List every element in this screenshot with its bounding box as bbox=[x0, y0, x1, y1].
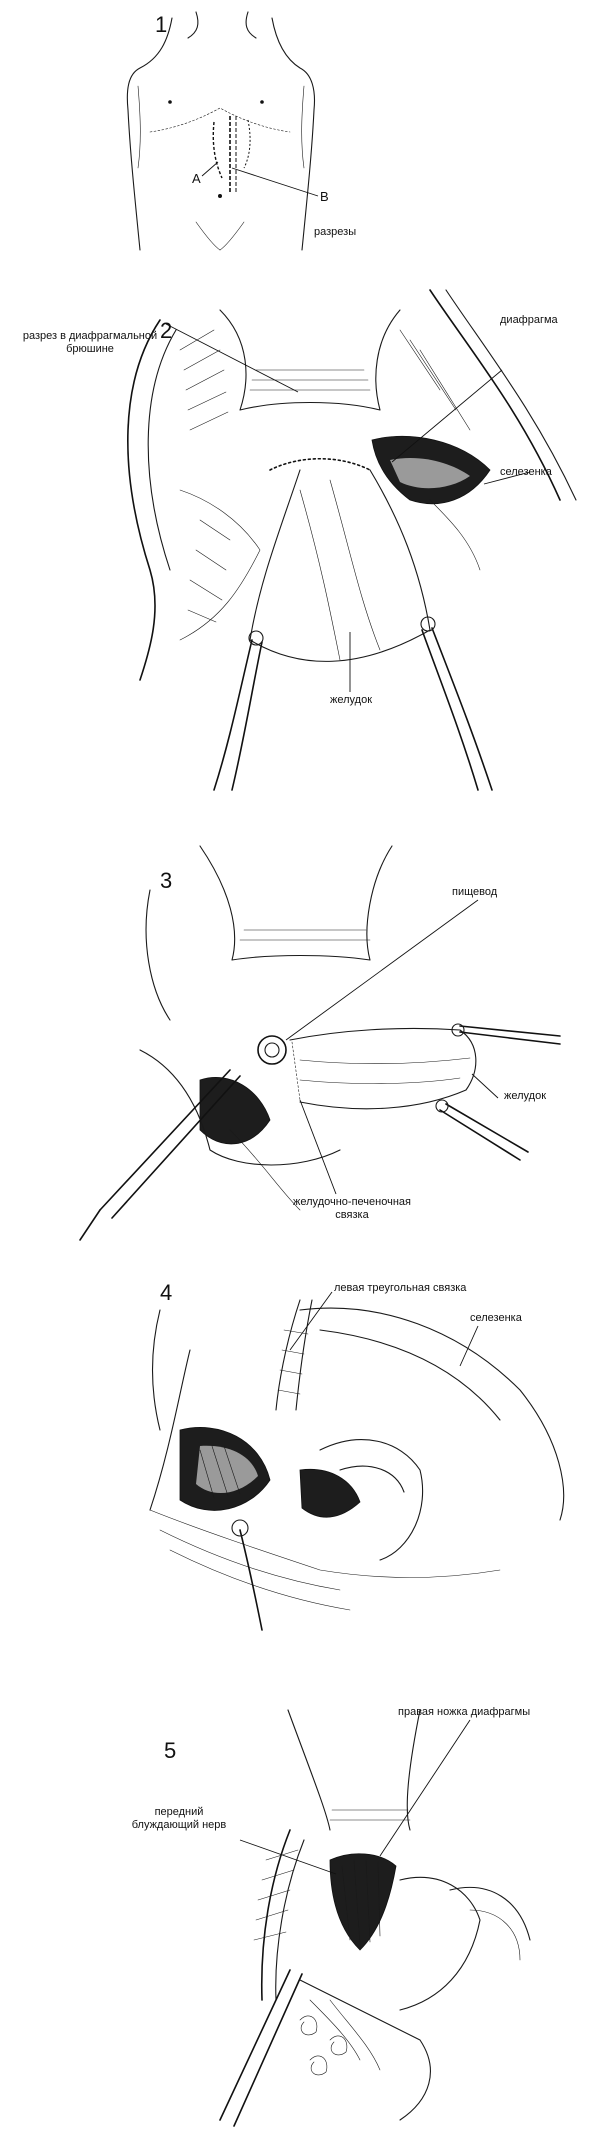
figure-number: 3 bbox=[160, 868, 173, 893]
torso-diagram bbox=[126, 11, 319, 251]
incision-peritoneum-label: разрез в диафрагмальной брюшине bbox=[22, 330, 158, 355]
figure-number: 5 bbox=[164, 1738, 177, 1763]
spleen-label: селезенка bbox=[500, 466, 552, 478]
stomach-label: желудок bbox=[330, 694, 373, 706]
panel-5-vagus: 5 правая ножка диафрагмы передний блужда… bbox=[0, 1680, 600, 2146]
operative-field-3 bbox=[79, 845, 561, 1241]
right-crus-label: правая ножка диафрагмы bbox=[398, 1706, 531, 1718]
panel-1-incisions: 1 A B разрезы bbox=[0, 0, 600, 270]
panel-3-esophagus: 3 пищевод желудок желудочно-печеночная с… bbox=[0, 830, 600, 1270]
operative-field-4 bbox=[149, 1291, 565, 1631]
figure-number: 4 bbox=[160, 1280, 173, 1305]
incisions-caption: разрезы bbox=[314, 226, 357, 238]
marker-a-label: A bbox=[192, 171, 201, 186]
anterior-vagus-label: передний блуждающий нерв bbox=[131, 1806, 227, 1831]
gastrohepatic-ligament-label: желудочно-печеночная связка bbox=[293, 1196, 411, 1221]
panel-4-triangular-ligament: 4 левая треугольная связка селезенка bbox=[0, 1270, 600, 1680]
figure-number: 1 bbox=[155, 12, 168, 37]
esophagus-label: пищевод bbox=[452, 886, 498, 898]
marker-b-label: B bbox=[320, 189, 329, 204]
left-triangular-ligament-label: левая треугольная связка bbox=[334, 1282, 467, 1294]
figure-number: 2 bbox=[160, 318, 173, 343]
operative-field-2 bbox=[127, 289, 577, 791]
spleen-label: селезенка bbox=[470, 1312, 522, 1324]
stomach-label: желудок bbox=[504, 1090, 547, 1102]
diaphragm-label: диафрагма bbox=[500, 314, 558, 326]
panel-2-peritoneum: 2 диафрагма разрез в диафрагмальной брюш… bbox=[0, 270, 600, 830]
operative-field-5 bbox=[219, 1709, 531, 2127]
